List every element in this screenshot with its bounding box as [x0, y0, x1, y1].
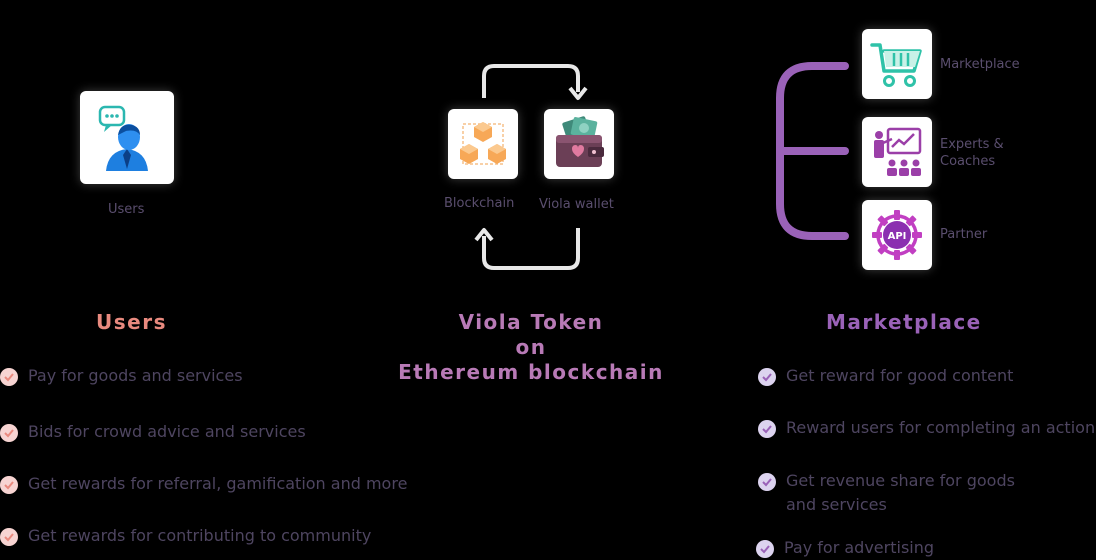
check-icon	[758, 473, 776, 491]
user-chat-icon	[98, 105, 148, 171]
list-item: Get revenue share for goods and services	[758, 471, 1026, 517]
check-icon	[0, 528, 18, 546]
list-item: Get reward for good content	[758, 366, 1013, 388]
wallet-icon	[556, 116, 604, 167]
branch-label-partner: Partner	[940, 227, 988, 242]
marketplace-card	[862, 29, 932, 99]
users-caption: Users	[108, 202, 145, 217]
check-icon	[756, 540, 774, 558]
check-icon	[0, 476, 18, 494]
list-item: Pay for advertising	[756, 538, 934, 560]
presentation-icon	[874, 127, 922, 176]
marketplace-heading: Marketplace	[826, 310, 982, 334]
check-icon	[758, 420, 776, 438]
branch-label-marketplace: Marketplace	[940, 57, 1020, 72]
list-item: Pay for goods and services	[0, 366, 243, 388]
check-icon	[0, 424, 18, 442]
check-icon	[0, 368, 18, 386]
blockchain-icon	[460, 122, 506, 165]
top-cycle-arrow	[482, 64, 580, 98]
list-item: Reward users for completing an action	[758, 418, 1095, 440]
list-item: Get rewards for contributing to communit…	[0, 526, 371, 548]
experts-card	[862, 117, 932, 187]
check-icon	[758, 368, 776, 386]
token-heading: Viola Token on Ethereum blockchain	[398, 310, 664, 384]
api-gear-icon: API	[872, 210, 922, 260]
connector-lines	[188, 62, 849, 270]
blockchain-card	[448, 109, 518, 179]
partner-card: API	[862, 200, 932, 270]
users-card	[80, 91, 174, 184]
list-item: Get rewards for referral, gamification a…	[0, 474, 407, 496]
shopping-cart-icon	[870, 43, 922, 87]
users-heading: Users	[96, 310, 167, 334]
wallet-caption: Viola wallet	[539, 197, 614, 212]
list-item: Bids for crowd advice and services	[0, 422, 306, 444]
branch-label-experts: Experts & Coaches	[940, 137, 1004, 169]
bottom-cycle-arrow	[482, 228, 580, 270]
blockchain-caption: Blockchain	[444, 196, 515, 211]
wallet-card	[544, 109, 614, 179]
api-text: API	[888, 231, 907, 242]
